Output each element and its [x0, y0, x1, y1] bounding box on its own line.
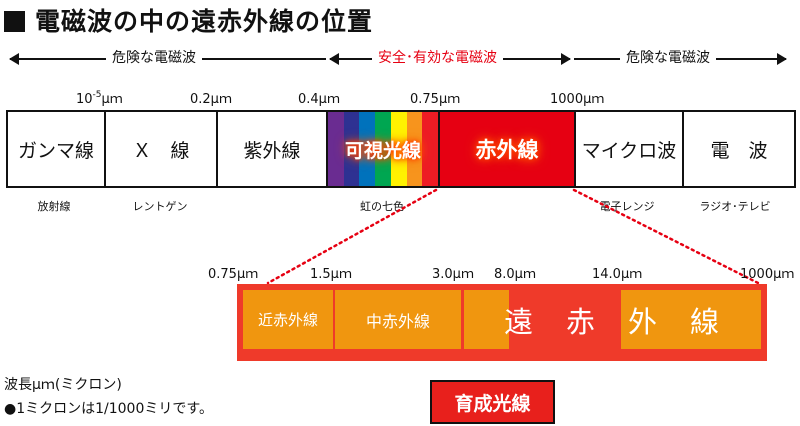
rainbow-stripe — [390, 112, 407, 186]
visible-light-label: 可視光線 — [344, 139, 421, 162]
segment-x-ray: Ｘ 線 — [104, 112, 216, 186]
sub-label-radiation: 放射線 — [37, 200, 71, 213]
spectrum-band: ガンマ線 Ｘ 線 紫外線 可視光線 赤外線 マイクロ波 電 波 — [6, 110, 796, 188]
ir-wavelength-label: 1000μｍ — [740, 267, 795, 282]
note-unit: 波長μｍ(ミクロン) — [4, 377, 122, 393]
sub-label-rainbow: 虹の七色 — [360, 200, 404, 213]
rainbow-stripe — [375, 112, 391, 186]
ir-wavelength-label: 8.0μｍ — [494, 267, 536, 282]
wavelength-label: 0.75μｍ — [410, 92, 461, 107]
ir-wavelength-label: 1.5μｍ — [310, 267, 352, 282]
range-label-safe: 安全･有効な電磁波 — [372, 47, 503, 69]
segment-infrared: 赤外線 — [438, 112, 574, 186]
range-label-danger-right: 危険な電磁波 — [620, 47, 716, 69]
infrared-detail-band: 近赤外線 中赤外線 遠 赤 外 線 — [237, 284, 767, 361]
segment-far-infrared-start — [464, 290, 509, 349]
sub-label-xray: レントゲン — [132, 200, 188, 213]
segment-gamma-ray: ガンマ線 — [17, 139, 94, 162]
segment-far-infrared-end — [621, 290, 761, 349]
wavelength-label: 1000μｍ — [550, 92, 605, 107]
infrared-label: 赤外線 — [475, 138, 539, 162]
ir-wavelength-label: 14.0μｍ — [592, 267, 643, 282]
rainbow-stripe — [406, 112, 423, 186]
wavelength-label: 10-5μｍ — [76, 90, 123, 107]
range-label-danger-left: 危険な電磁波 — [106, 47, 202, 69]
ir-wavelength-label: 0.75μｍ — [208, 267, 259, 282]
title-square-icon — [4, 11, 25, 32]
segment-mid-infrared: 中赤外線 — [335, 290, 461, 349]
segment-near-infrared: 近赤外線 — [243, 290, 333, 349]
rainbow-stripes — [328, 112, 439, 186]
segment-visible-light: 可視光線 — [326, 112, 439, 186]
page-title: 電磁波の中の遠赤外線の位置 — [4, 2, 373, 38]
far-infrared-label: 遠 赤 外 線 — [503, 304, 721, 339]
growth-light-label: 育成光線 — [430, 380, 555, 424]
wavelength-label: 0.2μｍ — [190, 92, 232, 107]
title-text: 電磁波の中の遠赤外線の位置 — [35, 7, 374, 36]
rainbow-stripe — [359, 112, 376, 186]
segment-microwave: マイクロ波 — [574, 112, 682, 186]
note-micron: ●1ミクロンは1/1000ミリです。 — [4, 401, 213, 417]
segment-ultraviolet: 紫外線 — [216, 112, 326, 186]
sub-label-radio-tv: ラジオ･テレビ — [699, 200, 771, 213]
rainbow-stripe — [328, 112, 344, 186]
rainbow-stripe — [422, 112, 439, 186]
segment-radio-wave: 電 波 — [682, 112, 794, 186]
wavelength-label: 0.4μｍ — [298, 92, 340, 107]
rainbow-stripe — [343, 112, 360, 186]
ir-wavelength-label: 3.0μｍ — [432, 267, 474, 282]
